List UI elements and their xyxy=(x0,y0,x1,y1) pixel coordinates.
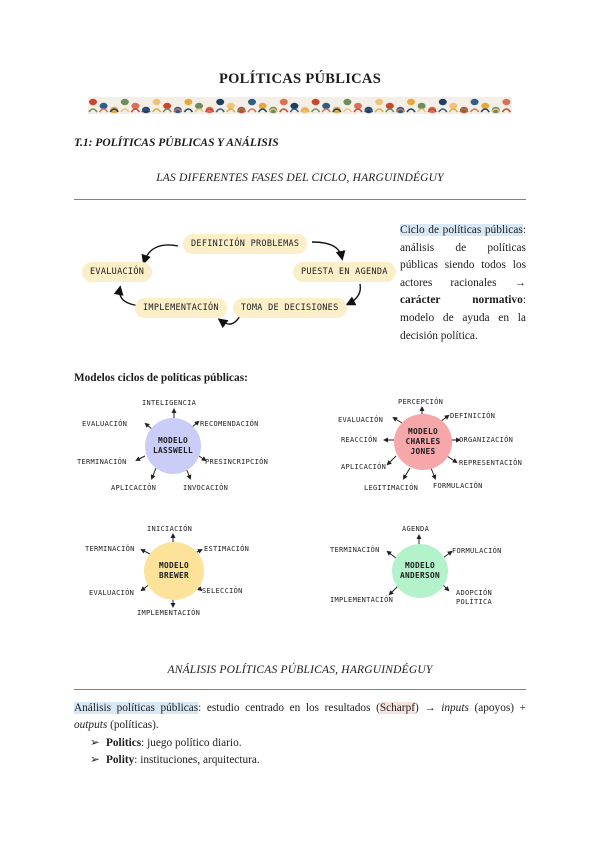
analysis-text: ) → xyxy=(415,702,441,714)
jones-organizacion: ORGANIZACIÓN xyxy=(459,436,513,444)
anderson-terminacion: TERMINACIÓN xyxy=(330,546,380,554)
anderson-implementacion: IMPLEMENTACIÓN xyxy=(330,596,393,604)
analysis-highlight: Análisis políticas públicas xyxy=(74,702,198,714)
bullet-term: Politics xyxy=(106,737,141,749)
section-title: T.1: POLÍTICAS PÚBLICAS Y ANÁLISIS xyxy=(74,137,279,149)
lasswell-aplicacion: APLICACIÓN xyxy=(111,484,156,492)
cycle-bold: carácter normativo xyxy=(400,294,523,306)
jones-aplicacion: APLICACIÓN xyxy=(341,463,386,471)
lasswell-terminacion: TERMINACIÓN xyxy=(77,458,127,466)
jones-center: MODELO CHARLES JONES xyxy=(394,414,452,470)
lasswell-center: MODELO LASSWELL xyxy=(145,418,201,474)
jones-formulacion: FORMULACIÓN xyxy=(433,482,483,490)
subheading-phases: LAS DIFERENTES FASES DEL CICLO, HARGUIND… xyxy=(0,172,600,184)
anderson-agenda: AGENDA xyxy=(402,525,429,533)
divider xyxy=(74,689,526,690)
bullet-term: Polity xyxy=(106,754,134,766)
inputs-term: inputs xyxy=(441,702,469,714)
lasswell-prescripcion: PRESINCRIPCIÓN xyxy=(205,458,268,466)
anderson-model: MODELO ANDERSON AGENDA FORMULACIÓN ADOPC… xyxy=(328,522,528,618)
scharpf-highlight: Scharpf xyxy=(380,702,415,714)
lasswell-inteligencia: INTELIGENCIA xyxy=(142,399,196,407)
cycle-description: Ciclo de políticas públicas: análisis de… xyxy=(400,222,526,345)
lasswell-invocacion: INVOCACIÓN xyxy=(183,484,228,492)
arrow-bullet-icon: ➢ xyxy=(90,753,106,766)
phase-evaluacion: EVALUACIÓN xyxy=(82,262,152,282)
bullet-polity: ➢Polity: instituciones, arquitectura. xyxy=(90,753,260,766)
brewer-model: MODELO BREWER INICIACIÓN ESTIMACIÓN SELE… xyxy=(80,522,280,622)
floral-banner xyxy=(88,97,512,114)
anderson-adopcion: ADOPCIÓN POLÍTICA xyxy=(450,589,498,607)
phase-toma-decisiones: TOMA DE DECISIONES xyxy=(233,298,347,318)
bullet-desc: : juego político diario. xyxy=(141,737,241,749)
brewer-estimacion: ESTIMACIÓN xyxy=(204,545,249,553)
analysis-text: (políticas). xyxy=(107,719,158,731)
brewer-seleccion: SELECCIÓN xyxy=(202,587,243,595)
jones-legitimacion: LEGITIMACIÓN xyxy=(364,484,418,492)
jones-representacion: REPRESENTACIÓN xyxy=(459,459,522,467)
bullet-desc: : instituciones, arquitectura. xyxy=(134,754,260,766)
analysis-text: : estudio centrado en los resultados ( xyxy=(198,702,380,714)
lasswell-evaluacion: EVALUACIÓN xyxy=(82,420,127,428)
page-title: POLÍTICAS PÚBLICAS xyxy=(0,71,600,88)
cycle-highlight: Ciclo de políticas públicas xyxy=(400,224,523,236)
jones-percepcion: PERCEPCIÓN xyxy=(398,398,443,406)
anderson-formulacion: FORMULACIÓN xyxy=(452,547,502,555)
bullet-politics: ➢Politics: juego político diario. xyxy=(90,736,242,749)
jones-evaluacion: EVALUACIÓN xyxy=(338,416,383,424)
brewer-terminacion: TERMINACIÓN xyxy=(85,545,135,553)
outputs-term: outputs xyxy=(74,719,107,731)
subheading-analysis: ANÁLISIS POLÍTICAS PÚBLICAS, HARGUINDÉGU… xyxy=(0,664,600,676)
phase-implementacion: IMPLEMENTACIÓN xyxy=(135,298,227,318)
cycle-diagram: DEFINICIÓN PROBLEMAS EVALUACIÓN PUESTA E… xyxy=(80,228,390,328)
brewer-implementacion: IMPLEMENTACIÓN xyxy=(137,609,200,617)
arrow-bullet-icon: ➢ xyxy=(90,736,106,749)
phase-puesta-agenda: PUESTA EN AGENDA xyxy=(293,262,396,282)
jones-model: MODELO CHARLES JONES PERCEPCIÓN DEFINICI… xyxy=(336,392,536,496)
analysis-paragraph: Análisis políticas públicas: estudio cen… xyxy=(74,700,526,734)
lasswell-model: MODELO LASSWELL INTELIGENCIA RECOMENDACI… xyxy=(74,396,274,498)
lasswell-recomendacion: RECOMENDACIÓN xyxy=(200,420,259,428)
jones-reaccion: REACCIÓN xyxy=(341,436,377,444)
jones-definicion: DEFINICIÓN xyxy=(450,412,495,420)
brewer-center: MODELO BREWER xyxy=(144,542,204,600)
phase-definicion: DEFINICIÓN PROBLEMAS xyxy=(183,234,307,254)
analysis-text: (apoyos) + xyxy=(469,702,526,714)
brewer-evaluacion: EVALUACIÓN xyxy=(89,589,134,597)
models-title: Modelos ciclos de políticas públicas: xyxy=(74,372,248,384)
brewer-iniciacion: INICIACIÓN xyxy=(147,525,192,533)
anderson-center: MODELO ANDERSON xyxy=(392,544,448,598)
divider xyxy=(74,199,526,200)
